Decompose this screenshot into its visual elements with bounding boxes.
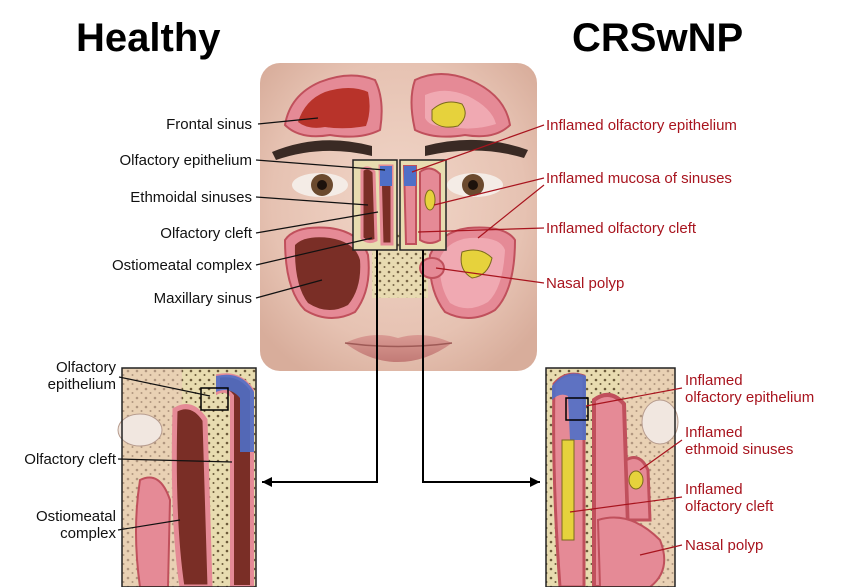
crswnp-inset	[545, 367, 679, 587]
crswnp-title: CRSwNP	[572, 16, 744, 60]
label-ostiomeatal-complex: Ostiomeatal complex	[111, 257, 252, 274]
maxillary-polyp	[460, 249, 493, 279]
leader-ostiomeatal-complex	[255, 237, 373, 266]
leader-inflamed-olfactory-epithelium	[411, 124, 545, 173]
healthy-title: Healthy	[76, 16, 221, 60]
label-frontal-sinus: Frontal sinus	[166, 116, 252, 133]
leader-olfactory-epithelium	[255, 159, 386, 171]
crswnp-connector	[422, 250, 540, 483]
label-inflamed-olfactory-cleft: Inflamed olfactory cleft	[546, 220, 697, 237]
inset-label-olfactory-epithelium: Olfactory epithelium	[47, 359, 116, 393]
label-olfactory-cleft: Olfactory cleft	[160, 225, 252, 242]
label-inflamed-olfactory-epithelium: Inflamed olfactory epithelium	[546, 117, 737, 134]
lips	[345, 334, 452, 362]
leader-inflamed-olfactory-cleft	[417, 227, 545, 233]
inset-label-inflamed-olfactory-epithelium: Inflamed olfactory epithelium	[685, 372, 815, 406]
leader-nasal-polyp	[435, 267, 545, 284]
healthy-inset	[117, 367, 257, 587]
leader-maxillary-sinus	[255, 279, 323, 299]
label-maxillary-sinus: Maxillary sinus	[153, 290, 252, 307]
inset-label-nasal-polyp: Nasal polyp	[685, 537, 764, 554]
inset-label-olfactory-cleft: Olfactory cleft	[24, 451, 116, 468]
inset-label-inflamed-ethmoid-sinuses: Inflamed ethmoid sinuses	[685, 424, 794, 458]
label-inflamed-mucosa-of-sinuses: Inflamed mucosa of sinuses	[546, 170, 732, 187]
label-ethmoidal-sinuses: Ethmoidal sinuses	[130, 189, 252, 206]
label-nasal-polyp: Nasal polyp	[546, 275, 625, 292]
inset-label-inflamed-olfactory-cleft: Inflamed olfactory cleft	[685, 481, 774, 515]
leader-olfactory-cleft	[255, 211, 379, 234]
inset-label-ostiomeatal-complex: Ostiomeatal complex	[35, 508, 116, 542]
left-eyebrow	[272, 140, 372, 160]
label-olfactory-epithelium: Olfactory epithelium	[119, 152, 252, 169]
frontal-polyp	[431, 101, 466, 128]
leader-inflamed-mucosa	[433, 177, 545, 206]
healthy-connector	[262, 250, 378, 483]
leader-ethmoidal-sinuses	[255, 196, 369, 206]
leader-frontal-sinus	[257, 117, 319, 125]
